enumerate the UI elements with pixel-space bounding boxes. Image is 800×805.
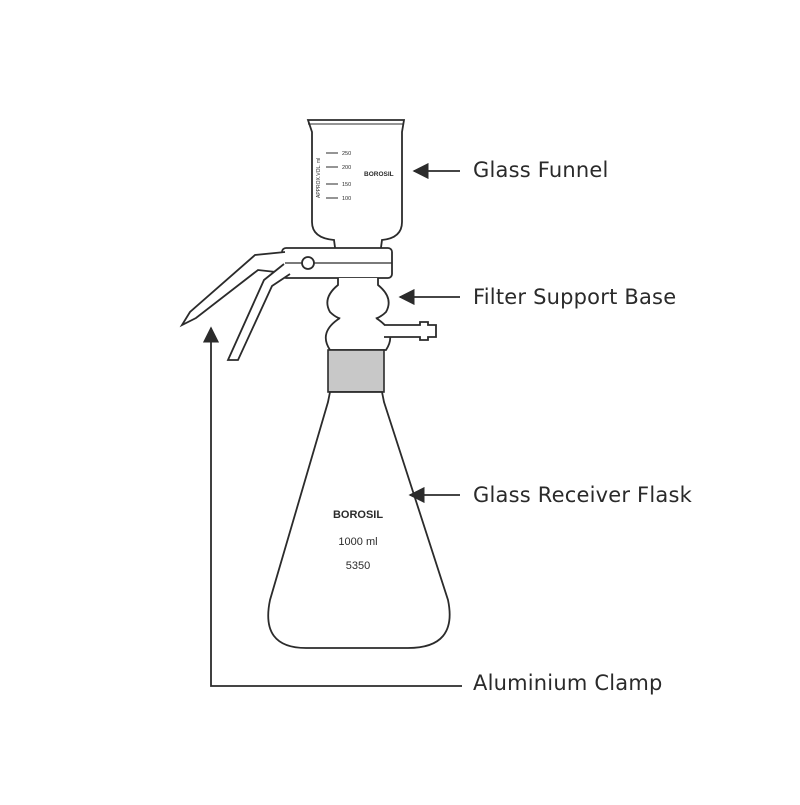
flask-brand-logo: BOROSIL <box>333 509 383 521</box>
flask-capacity: 1000 ml <box>338 536 377 548</box>
glass-funnel-label: Glass Funnel <box>473 158 609 182</box>
flask-catalog-number: 5350 <box>346 560 370 572</box>
filter-support-base-label: Filter Support Base <box>473 285 677 309</box>
glass-receiver-flask-label: Glass Receiver Flask <box>473 483 692 507</box>
callout-arrows <box>202 162 462 687</box>
funnel-mark-200: 200 <box>342 165 351 171</box>
glass-receiver-flask <box>267 349 451 649</box>
ground-glass-joint <box>327 349 385 393</box>
filter-support-base <box>324 278 437 351</box>
funnel-mark-250: 250 <box>342 151 351 157</box>
funnel-brand-logo: BOROSIL <box>364 171 394 178</box>
glass-funnel <box>306 119 406 256</box>
aluminium-clamp-label: Aluminium Clamp <box>473 671 663 695</box>
funnel-mark-150: 150 <box>342 182 351 188</box>
funnel-scale-caption: APPROX.VOL. ml <box>316 158 322 198</box>
funnel-mark-100: 100 <box>342 196 351 202</box>
aluminium-clamp <box>179 247 393 361</box>
aluminium-clamp-arrow <box>202 326 462 687</box>
funnel-graduation-ticks <box>326 152 338 199</box>
